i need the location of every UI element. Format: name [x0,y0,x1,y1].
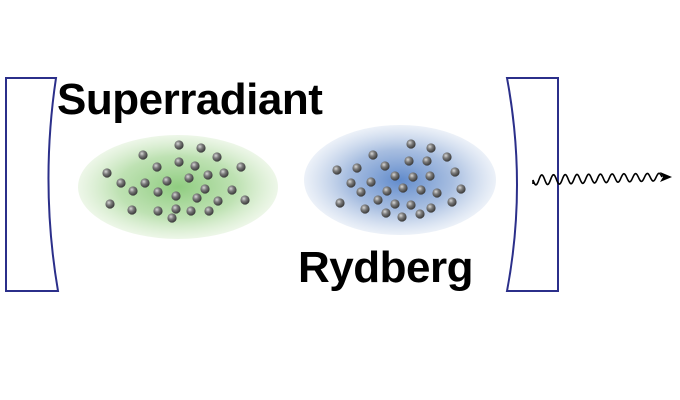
atom [140,178,150,188]
atom [219,168,229,178]
atom [397,212,407,222]
atom [416,185,426,195]
right-mirror [505,77,559,292]
atom [203,170,213,180]
atom [366,177,376,187]
atom [152,162,162,172]
atom [426,203,436,213]
atom [102,168,112,178]
atom [450,167,460,177]
atom [406,139,416,149]
atom [360,204,370,214]
rydberg-label: Rydberg [298,243,473,292]
atom [390,199,400,209]
rydberg-cloud [304,125,496,235]
atom [153,206,163,216]
atom [390,171,400,181]
atom [184,173,194,183]
atom [426,143,436,153]
atom [382,186,392,196]
atom [174,157,184,167]
atom [432,188,442,198]
atom [422,156,432,166]
emitted-photon-wave [532,172,663,186]
atom [116,178,126,188]
atom [447,197,457,207]
atom [196,143,206,153]
atom [153,187,163,197]
atom [398,183,408,193]
atom [404,156,414,166]
atom [227,185,237,195]
atom [456,184,466,194]
atom [162,176,172,186]
atom [138,150,148,160]
atom [174,140,184,150]
atom [171,204,181,214]
atom [204,206,214,216]
atom [442,152,452,162]
superradiant-atoms [102,140,250,223]
atom [352,163,362,173]
atom [332,165,342,175]
atom [356,187,366,197]
atom [127,205,137,215]
atom [240,195,250,205]
atom [335,198,345,208]
atom [381,208,391,218]
atom [190,161,200,171]
atom [192,193,202,203]
atom [186,206,196,216]
superradiant-label: Superradiant [57,75,323,124]
atom [368,150,378,160]
atom [415,209,425,219]
superradiant-cloud [78,135,278,239]
atom [212,152,222,162]
atom [346,178,356,188]
photon-arrowhead [660,172,672,182]
atom [213,196,223,206]
atom [128,186,138,196]
atom [380,161,390,171]
atom [200,184,210,194]
atom [425,171,435,181]
atom [408,172,418,182]
atom [105,199,115,209]
atom [236,162,246,172]
rydberg-atoms [332,139,466,222]
left-mirror [5,77,60,292]
atom [406,200,416,210]
atom [167,213,177,223]
atom [171,191,181,201]
atom [373,195,383,205]
